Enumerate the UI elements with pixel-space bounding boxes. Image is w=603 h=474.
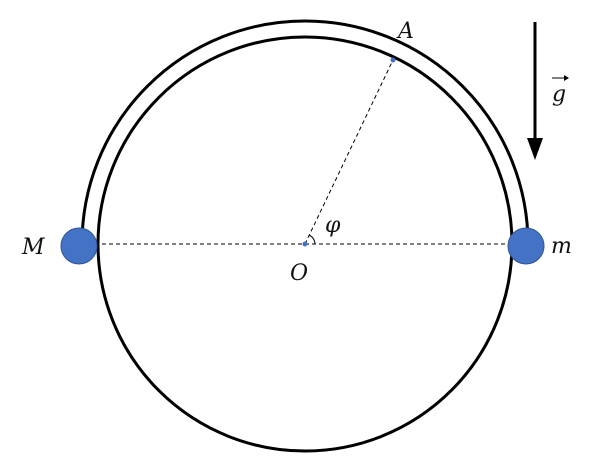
label-m-large: M [21,235,45,260]
vector-bar-head [564,75,569,81]
radius-to-a [304,59,394,245]
mass-right [507,227,545,265]
angle-arc [308,234,316,245]
outer-arc-tube [80,19,530,245]
gravity-arrowhead [527,138,543,160]
label-a: A [396,19,414,44]
point-a-dot [390,57,396,63]
mass-left [60,227,98,265]
label-g: g [552,82,566,107]
label-phi: φ [325,213,341,238]
label-m-small: m [551,234,572,259]
center-point [302,241,308,247]
label-o: O [290,261,308,286]
